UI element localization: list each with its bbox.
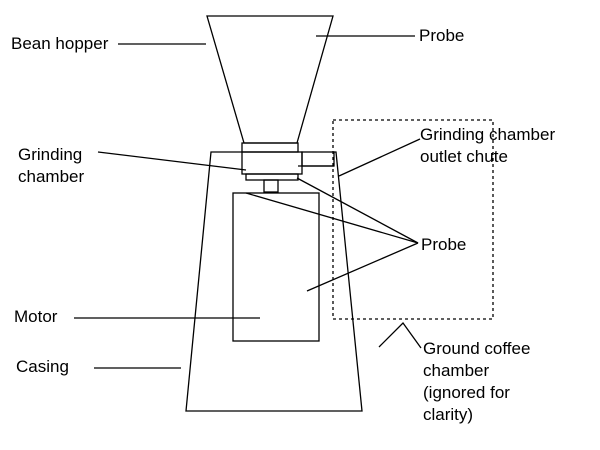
label-probe-top: Probe xyxy=(419,26,465,45)
label-casing: Casing xyxy=(16,357,69,376)
grinding-chamber-body xyxy=(241,151,303,175)
label-outlet-chute-line-1: Grinding chamber xyxy=(420,125,556,144)
label-outlet-chute-line-2: outlet chute xyxy=(420,147,508,166)
label-probe-middle: Probe xyxy=(421,235,467,254)
label-grinding-chamber: Grinding chamber xyxy=(18,144,84,188)
motor-shape xyxy=(232,192,320,342)
grinding-chamber-outlet-chute xyxy=(301,151,335,167)
motor-shaft xyxy=(263,179,279,193)
grinding-chamber-upper xyxy=(241,142,299,153)
label-grinding-chamber-line-2: chamber xyxy=(18,167,85,186)
label-ground-coffee-line-3: (ignored for xyxy=(423,383,510,402)
ground-coffee-chamber xyxy=(332,119,494,320)
label-ground-coffee-line-4: clarity) xyxy=(423,405,474,424)
leader-probe-mid-c xyxy=(306,242,419,292)
label-grinding-chamber-outlet-chute: Grinding chamber outlet chute xyxy=(420,124,555,168)
leader-grinding-chamber xyxy=(97,151,247,171)
label-ground-coffee-line-2: chamber xyxy=(423,361,490,380)
label-motor: Motor xyxy=(14,307,58,326)
label-grinding-chamber-line-1: Grinding xyxy=(18,145,83,164)
grinding-chamber-plate xyxy=(245,173,299,181)
label-ground-coffee-line-1: Ground coffee xyxy=(423,339,531,358)
leader-probe-mid-b xyxy=(245,192,419,244)
bean-hopper-shape xyxy=(206,15,334,144)
leader-outlet-chute xyxy=(338,138,421,177)
label-ground-coffee-chamber: Ground coffee chamber (ignored for clari… xyxy=(423,338,530,426)
label-bean-hopper: Bean hopper xyxy=(11,34,109,53)
leader-probe-mid-a xyxy=(296,177,419,244)
casing-left-side xyxy=(185,151,363,412)
leader-ground-coffee-chamber xyxy=(378,321,422,349)
